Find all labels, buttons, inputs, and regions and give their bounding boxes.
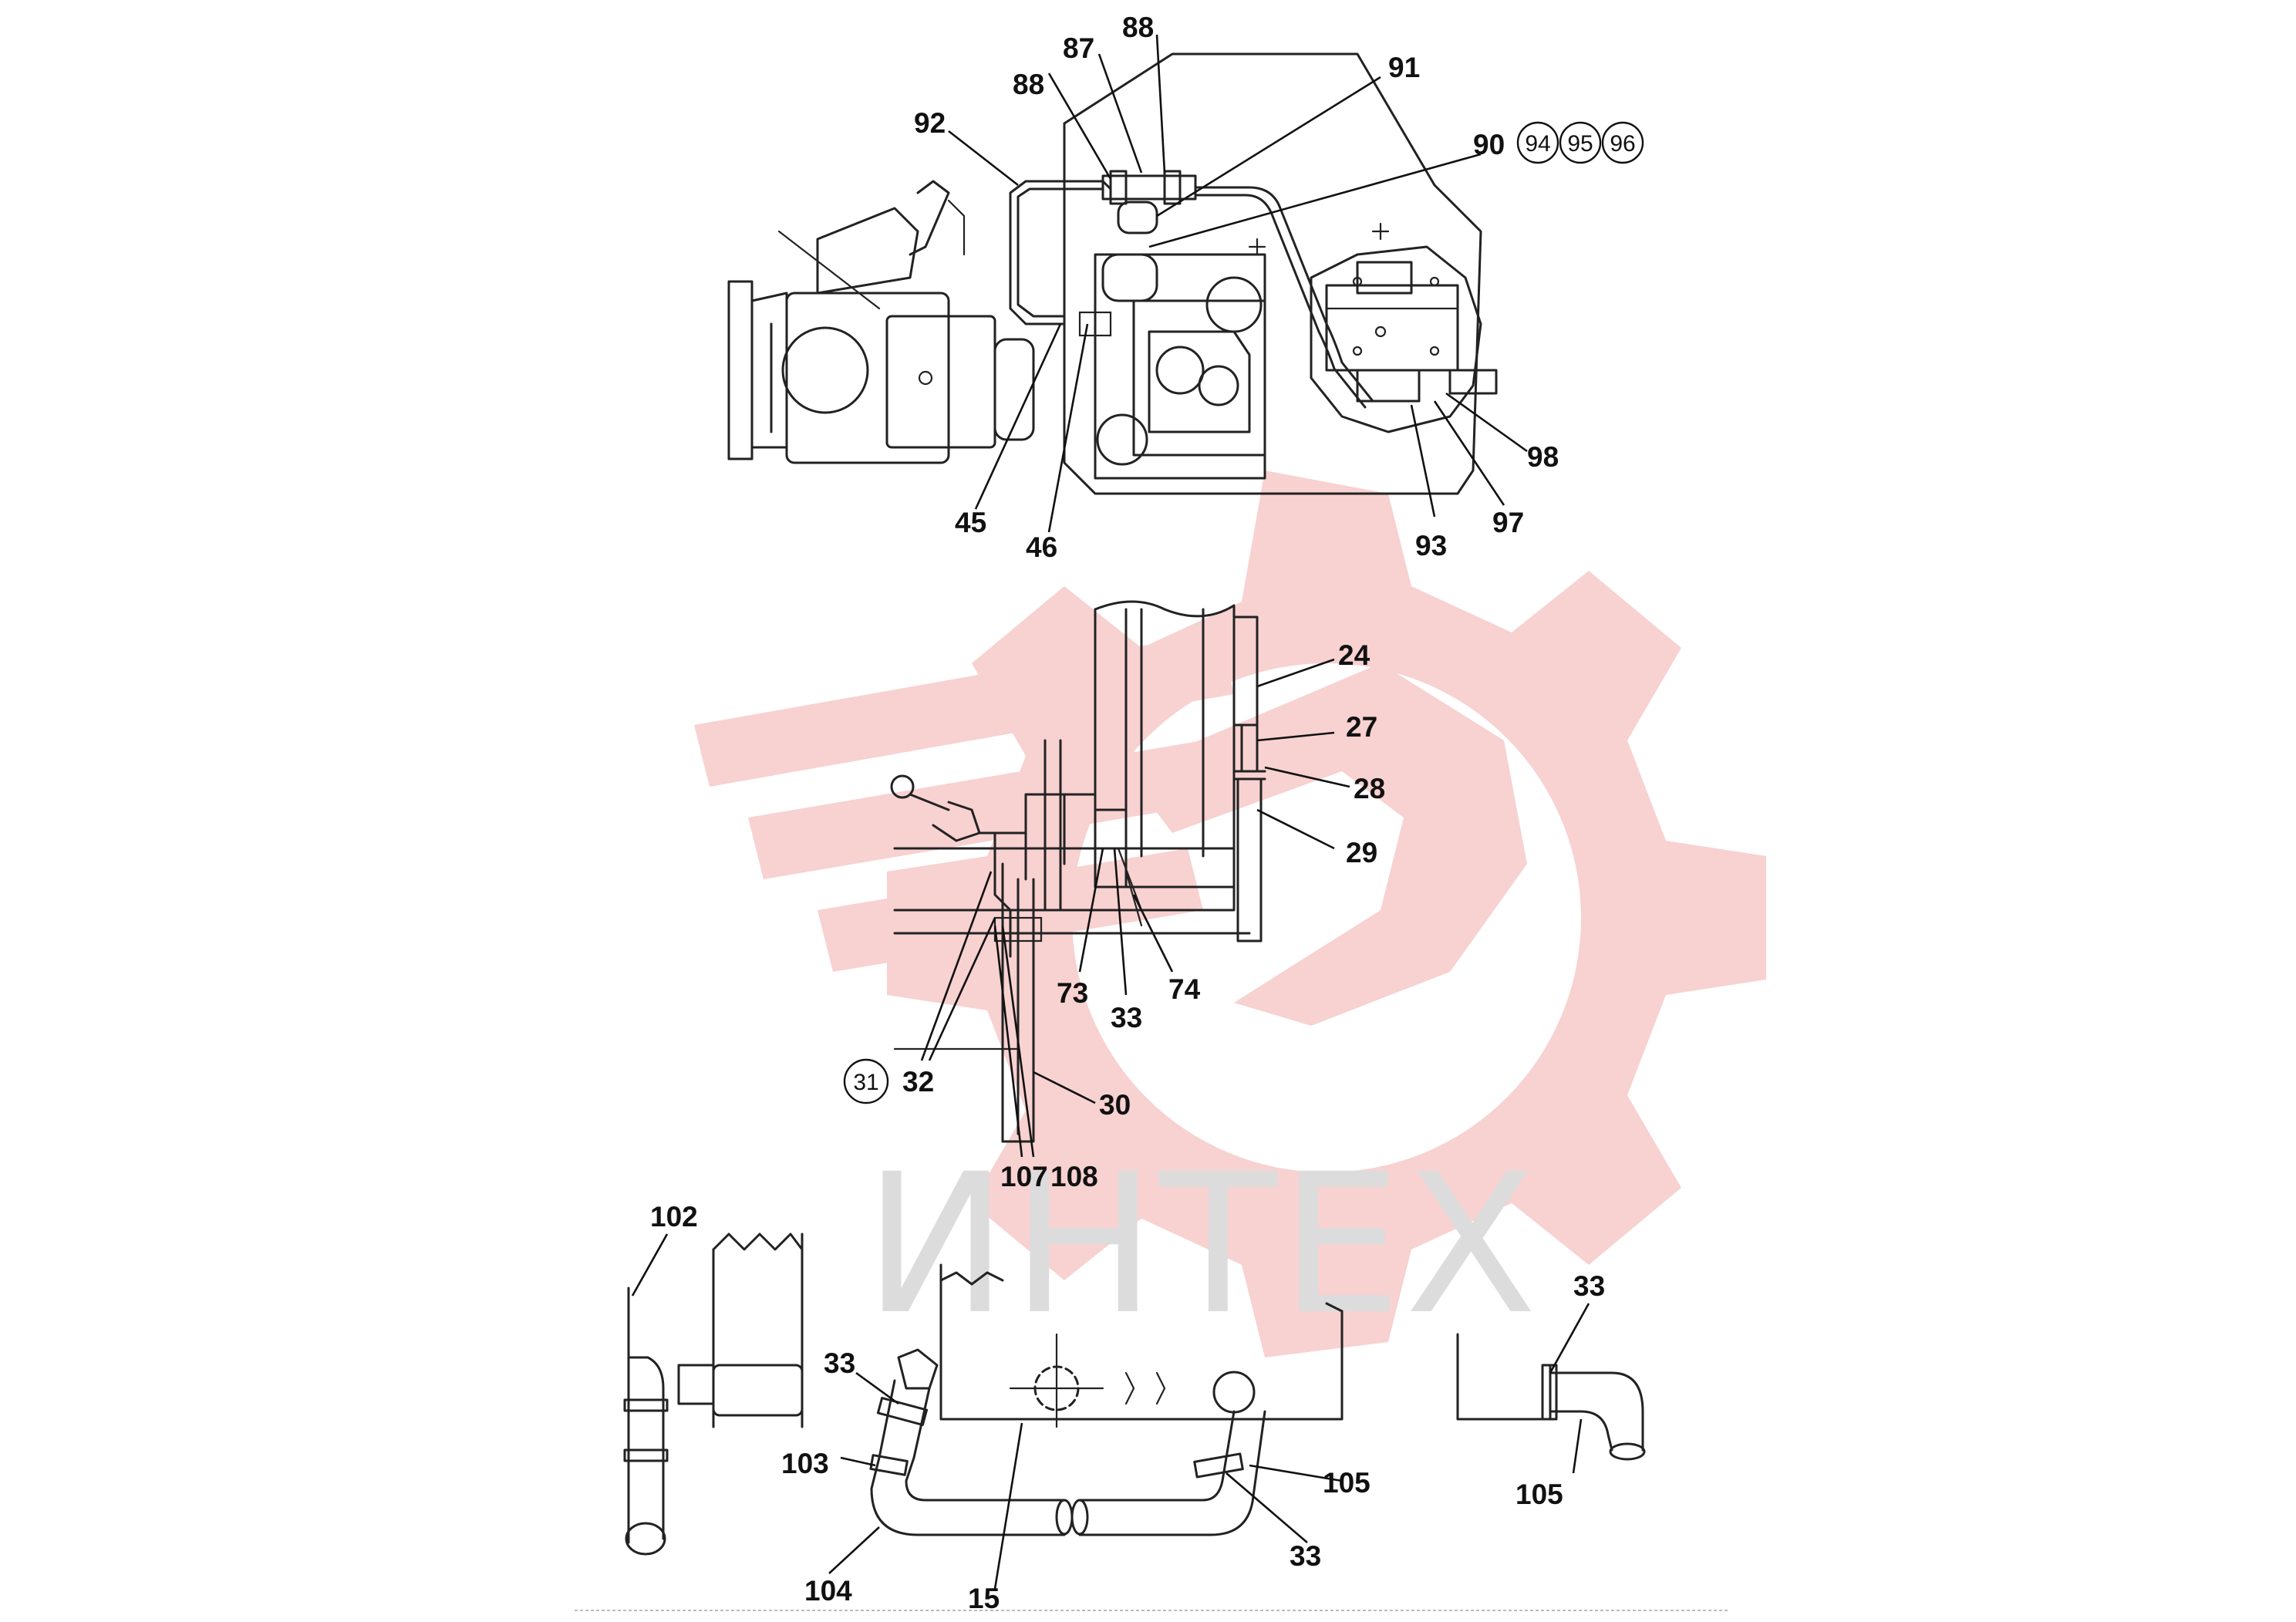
circle-31 xyxy=(843,1058,889,1104)
callout-103: 103 xyxy=(781,1448,829,1479)
watermark-gear-logo xyxy=(694,470,1766,1357)
callout-108: 108 xyxy=(1050,1161,1098,1192)
callout-labels-middle: 24 27 28 29 73 33 74 32 30 107 108 31 xyxy=(843,639,1385,1192)
callout-33-middle: 33 xyxy=(1111,1002,1142,1034)
callout-105-center: 105 xyxy=(1323,1467,1371,1499)
callout-32: 32 xyxy=(902,1066,934,1098)
callout-102: 102 xyxy=(650,1201,698,1233)
callout-107: 107 xyxy=(1000,1161,1048,1192)
callout-87: 87 xyxy=(1063,32,1094,64)
callout-98: 98 xyxy=(1527,441,1559,473)
callout-31: 31 xyxy=(853,1070,878,1095)
callout-94: 94 xyxy=(1525,131,1550,157)
callout-labels-top: 88 87 88 91 92 90 45 46 98 97 93 94 95 9… xyxy=(914,12,1644,563)
circled-callouts-94-95-96: 94 95 96 xyxy=(1516,121,1644,164)
callout-33-bottom-right: 33 xyxy=(1573,1270,1605,1302)
callout-33-bottom-center: 33 xyxy=(1290,1540,1321,1572)
leader-lines-bottom xyxy=(631,1233,1590,1590)
leader-lines-top xyxy=(948,34,1528,533)
callout-24: 24 xyxy=(1338,639,1371,671)
callout-labels-bottom: 102 33 103 104 15 105 33 33 105 xyxy=(650,1201,1605,1614)
callout-92: 92 xyxy=(914,107,946,139)
callout-95: 95 xyxy=(1567,131,1593,157)
callout-33-bottom-left: 33 xyxy=(824,1347,855,1379)
callout-46: 46 xyxy=(1026,531,1057,563)
hoses-drawing xyxy=(623,1233,1646,1556)
callout-88-a: 88 xyxy=(1013,69,1044,100)
callout-104: 104 xyxy=(804,1575,852,1607)
callout-97: 97 xyxy=(1492,507,1524,538)
callout-27: 27 xyxy=(1346,711,1377,743)
callout-93: 93 xyxy=(1415,530,1447,561)
tank-assembly-drawing xyxy=(890,600,1266,1143)
callout-96: 96 xyxy=(1610,131,1635,157)
callout-15: 15 xyxy=(968,1583,1000,1614)
callout-74: 74 xyxy=(1168,973,1201,1005)
callout-88-b: 88 xyxy=(1122,12,1154,43)
callout-91: 91 xyxy=(1388,52,1420,83)
callout-30: 30 xyxy=(1099,1089,1131,1121)
watermark-text: ИНТЕХ xyxy=(864,1132,1540,1357)
callout-29: 29 xyxy=(1346,837,1377,868)
callout-45: 45 xyxy=(955,507,986,538)
callout-73: 73 xyxy=(1057,977,1088,1009)
callout-90: 90 xyxy=(1473,129,1505,160)
pump-assembly-drawing xyxy=(727,52,1498,495)
callout-105-right: 105 xyxy=(1515,1479,1563,1510)
callout-28: 28 xyxy=(1354,773,1385,804)
leader-lines-middle xyxy=(920,658,1350,1158)
